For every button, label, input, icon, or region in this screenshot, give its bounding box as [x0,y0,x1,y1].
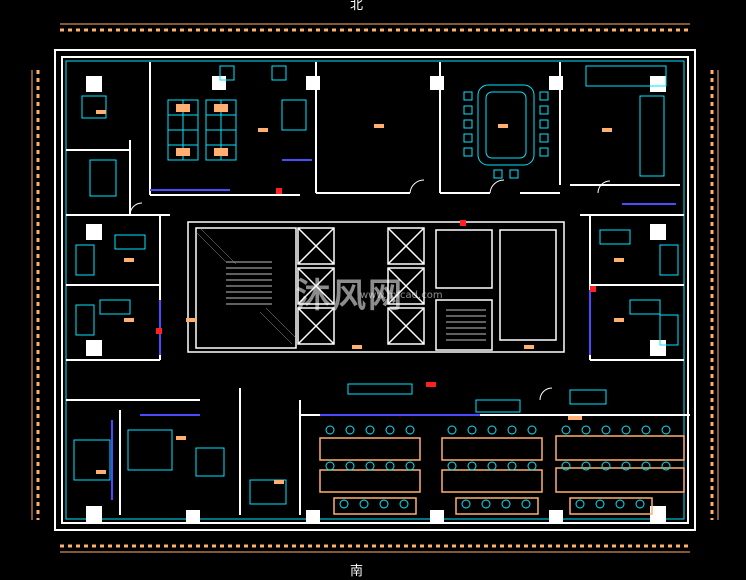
fire-markers [156,188,596,387]
open-office-chairs [325,425,671,509]
south-label: 南 [350,564,364,579]
conference-table [477,84,535,166]
north-label: 北 [350,0,364,13]
stair-treads [226,261,486,341]
room-labels [96,110,624,484]
watermark-text: 沐风网 [296,276,404,316]
watermark-url: www.mfcad.com [360,290,443,301]
office-furniture [73,65,679,505]
door-swings [129,179,611,401]
dimension-ticks [36,28,714,548]
building-core [187,221,565,353]
glass-partitions [111,159,676,500]
conference-chairs [463,91,549,179]
outer-walls [54,49,696,531]
